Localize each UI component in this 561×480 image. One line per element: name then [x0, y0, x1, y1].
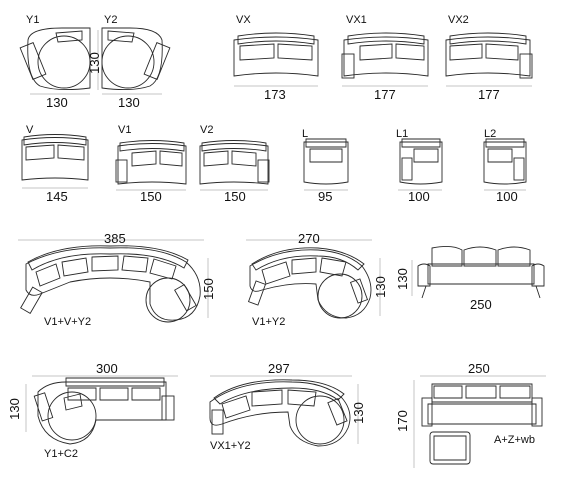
composition-c4-width: 300	[96, 361, 118, 376]
composition-c1-label: V1+V+Y2	[44, 316, 92, 328]
composition-c5-drawing	[209, 375, 359, 447]
module-vx2-drawing	[445, 32, 533, 87]
module-l2-label: L2	[484, 128, 497, 140]
module-l2-width: 100	[496, 189, 518, 204]
module-v-label: V	[26, 124, 34, 136]
module-v1-width: 150	[140, 189, 162, 204]
module-v1-drawing	[115, 140, 187, 191]
module-l-label: L	[302, 128, 309, 140]
composition-c1-drawing	[18, 239, 209, 323]
module-y2-drawing	[97, 27, 171, 95]
composition-c2-label: V1+Y2	[252, 316, 286, 328]
module-l2-drawing	[483, 138, 527, 191]
module-y1-drawing	[19, 27, 91, 95]
composition-c4-height: 130	[6, 398, 22, 420]
module-v2-drawing	[199, 140, 270, 191]
module-l1-label: L1	[396, 128, 409, 140]
composition-c5-width: 297	[268, 361, 290, 376]
module-vx-label: VX	[236, 14, 251, 26]
module-v2-label: V2	[200, 124, 214, 136]
composition-c4-drawing	[25, 375, 178, 445]
composition-c3-width: 250	[470, 297, 492, 312]
composition-c6-label: A+Z+wb	[494, 434, 535, 446]
composition-c6-drawing	[413, 375, 546, 468]
module-vx2-label: VX2	[448, 14, 469, 26]
composition-c1-width: 385	[104, 231, 126, 246]
module-y2-width: 130	[118, 95, 140, 110]
composition-c3-height: 130	[394, 268, 410, 290]
module-vx1-width: 177	[374, 87, 396, 102]
module-y1-label: Y1	[26, 14, 40, 26]
composition-c6-height: 170	[394, 410, 410, 432]
module-y1-height: 130	[86, 52, 102, 74]
module-l1-width: 100	[408, 189, 430, 204]
module-vx-width: 173	[264, 87, 286, 102]
composition-c2-height: 130	[372, 276, 388, 298]
composition-c5-label: VX1+Y2	[210, 440, 251, 452]
module-y2-label: Y2	[104, 14, 118, 26]
module-v2-width: 150	[224, 189, 246, 204]
module-v1-label: V1	[118, 124, 132, 136]
composition-c5-height: 130	[350, 402, 366, 424]
module-v-width: 145	[46, 189, 68, 204]
composition-c1-height: 150	[200, 278, 216, 300]
module-l-width: 95	[318, 189, 333, 204]
module-y1-width: 130	[46, 95, 68, 110]
module-vx-drawing	[233, 32, 319, 87]
composition-c2-drawing	[246, 239, 381, 319]
module-vx1-label: VX1	[346, 14, 367, 26]
module-l1-drawing	[398, 138, 443, 191]
module-vx2-width: 177	[478, 87, 500, 102]
composition-c3-drawing	[411, 245, 545, 299]
module-v-drawing	[21, 134, 89, 189]
composition-c2-width: 270	[298, 231, 320, 246]
composition-c4-label: Y1+C2	[44, 448, 78, 460]
composition-c6-width: 250	[468, 361, 490, 376]
module-l-drawing	[303, 138, 349, 191]
module-vx1-drawing	[341, 32, 429, 87]
